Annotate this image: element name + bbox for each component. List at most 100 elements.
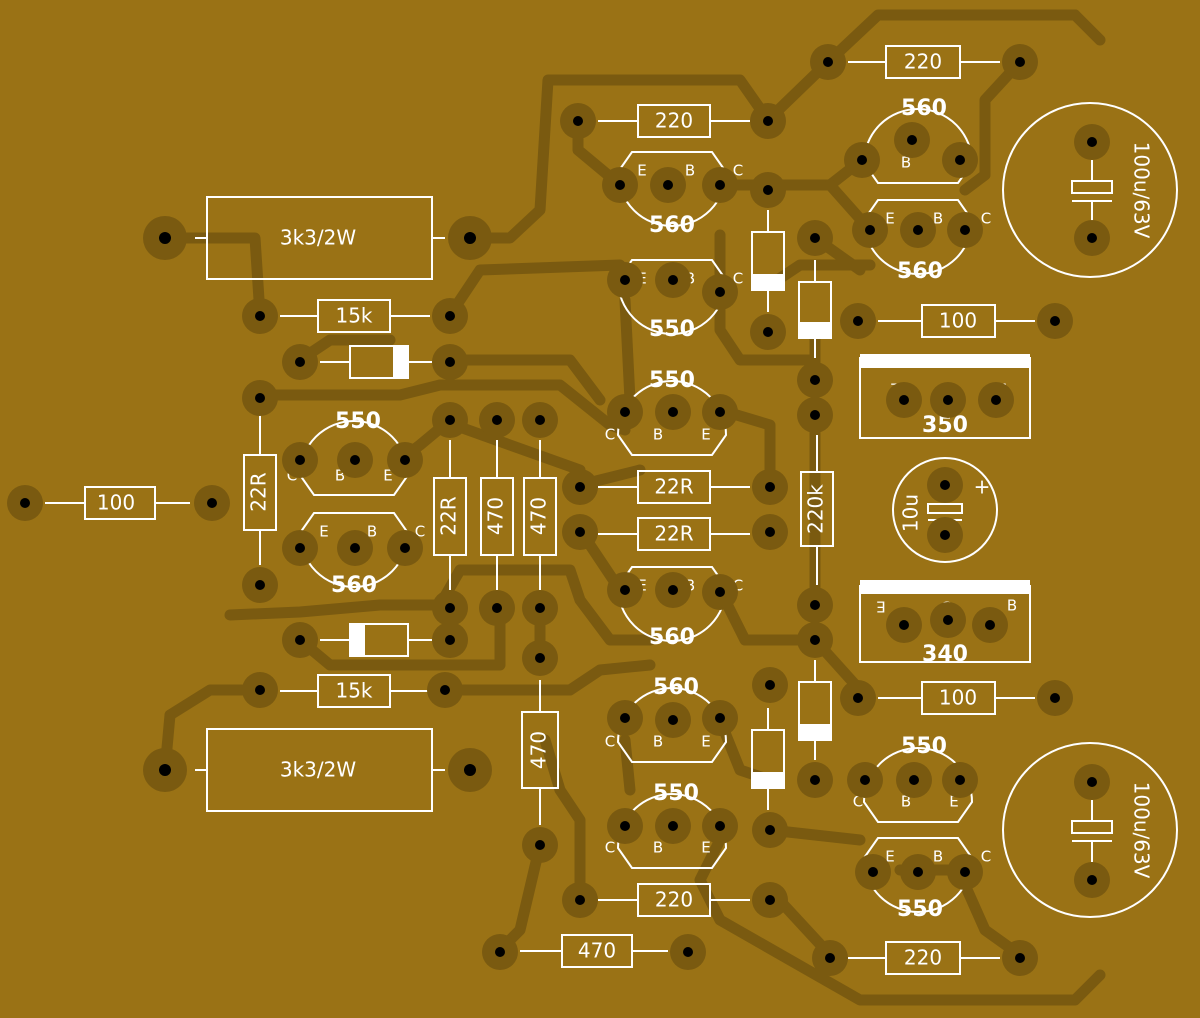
drill-hole: [825, 953, 835, 963]
resistor-470-horizontal: 470: [520, 934, 668, 968]
drill-hole: [765, 895, 775, 905]
resistor-label: 22R: [654, 475, 693, 499]
diode-vertical-2: [798, 260, 832, 358]
drill-hole: [810, 410, 820, 420]
drill-hole: [445, 311, 455, 321]
transistor-label: 560: [653, 675, 699, 700]
drill-hole: [255, 580, 265, 590]
drill-hole: [715, 407, 725, 417]
drill-hole: [255, 685, 265, 695]
capacitors: 100u/63V 10u + 100u/63V: [892, 102, 1178, 918]
drill-hole: [907, 135, 917, 145]
capacitor-bottom: 100u/63V: [1002, 742, 1178, 918]
capacitor-top: 100u/63V: [1002, 102, 1178, 278]
diode-vertical-4: [751, 708, 785, 810]
transistor-label: 550: [653, 781, 699, 806]
transistor-label: 550: [901, 734, 947, 759]
capacitor-label: 100u/63V: [1130, 782, 1154, 879]
transistor-q1: E B C 560: [616, 151, 743, 238]
resistor-220k: 220k: [800, 435, 834, 585]
drill-hole: [899, 620, 909, 630]
diode-bottom-left: [320, 623, 432, 657]
pin-label: C: [853, 793, 863, 811]
drill-hole: [955, 775, 965, 785]
transistor-label: 550: [649, 368, 695, 393]
drill-hole: [899, 395, 909, 405]
resistor-label: 100: [97, 491, 135, 515]
transistor-label: 560: [901, 96, 947, 121]
capacitor-label: 100u/63V: [1130, 142, 1154, 239]
pin-label: E: [949, 793, 958, 811]
drill-hole: [810, 775, 820, 785]
drill-hole: [668, 275, 678, 285]
drill-hole: [20, 498, 30, 508]
drill-hole: [159, 232, 171, 244]
transistor-label: 560: [649, 625, 695, 650]
drill-hole: [683, 947, 693, 957]
drill-hole: [1050, 316, 1060, 326]
resistor-label: 470: [484, 497, 508, 535]
drill-hole: [1015, 57, 1025, 67]
drill-hole: [295, 455, 305, 465]
resistor-r-in: 100: [45, 486, 190, 520]
resistor-label: 15k: [335, 679, 372, 703]
drill-hole: [715, 587, 725, 597]
pin-label: B: [685, 162, 695, 180]
drill-hole: [400, 455, 410, 465]
drill-hole: [765, 825, 775, 835]
drill-hole: [991, 395, 1001, 405]
drill-hole: [913, 867, 923, 877]
drill-hole: [255, 311, 265, 321]
drill-hole: [207, 498, 217, 508]
pin-label: B: [933, 848, 943, 866]
drill-hole: [1015, 953, 1025, 963]
drill-hole: [715, 287, 725, 297]
drill-hole: [810, 375, 820, 385]
drill-hole: [668, 585, 678, 595]
resistor-470-vertical-1: 470: [480, 440, 514, 590]
drill-hole: [943, 395, 953, 405]
pin-label: C: [733, 577, 743, 595]
drill-hole: [445, 357, 455, 367]
drill-hole: [535, 415, 545, 425]
pin-label: E: [701, 426, 710, 444]
pin-label: E: [885, 848, 894, 866]
pin-label: E: [383, 467, 392, 485]
drill-hole: [943, 615, 953, 625]
pin-label: B: [653, 839, 663, 857]
drill-hole: [350, 543, 360, 553]
resistor-15k-bottom: 15k: [280, 674, 430, 708]
resistor-label: 100: [939, 686, 977, 710]
drill-hole: [865, 225, 875, 235]
pin-label: C: [605, 839, 615, 857]
transistors: E B C 560 E B C 550 C B E 550 E B C 560: [287, 96, 991, 922]
drill-hole: [575, 527, 585, 537]
resistor-220-a: 220: [598, 104, 750, 138]
drill-hole: [868, 867, 878, 877]
diode-top-left: [320, 345, 432, 379]
drill-hole: [575, 482, 585, 492]
drill-hole: [1050, 693, 1060, 703]
resistor-label: 470: [527, 731, 551, 769]
pin-label: C: [415, 523, 425, 541]
drill-hole: [620, 585, 630, 595]
drill-hole: [445, 635, 455, 645]
pin-label: C: [733, 270, 743, 288]
transistor-label: 560: [331, 573, 377, 598]
resistor-3k3-top: 3k3/2W: [195, 196, 445, 280]
pin-label: B: [933, 210, 943, 228]
drill-hole: [715, 180, 725, 190]
resistor-label: 220: [655, 888, 693, 912]
resistor-470-vertical-3: 470: [521, 680, 559, 825]
pin-label: E: [885, 210, 894, 228]
drill-hole: [445, 603, 455, 613]
resistor-label: 100: [939, 309, 977, 333]
resistor-label: 22R: [247, 472, 271, 511]
drill-hole: [400, 543, 410, 553]
resistor-220-b: 220: [598, 883, 750, 917]
resistor-label: 470: [527, 497, 551, 535]
resistor-3k3-bottom: 3k3/2W: [195, 728, 445, 812]
pin-label: C: [981, 210, 991, 228]
resistor-220-bottom: 220: [848, 941, 1000, 975]
resistor-470-vertical-2: 470: [523, 440, 557, 590]
